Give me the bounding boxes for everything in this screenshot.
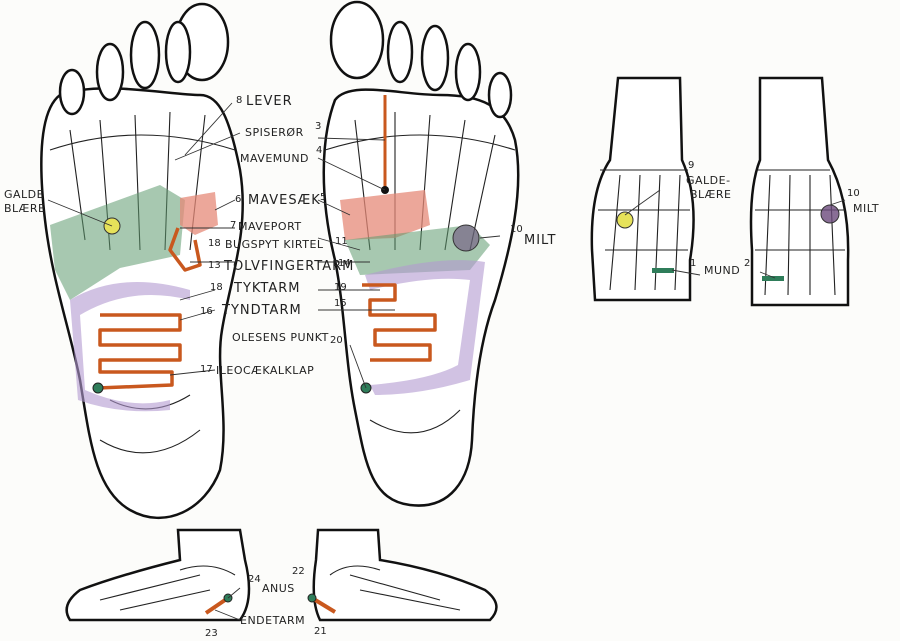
anus-point-right (307, 593, 317, 603)
label-anus: ANUS (262, 582, 295, 595)
label-num-10a: 10 (510, 224, 523, 235)
label-stomach: MAVESÆK (248, 193, 321, 208)
colon-zone-right (365, 260, 485, 395)
label-num-16: 16 (200, 306, 213, 317)
label-spleen-sole: MILT (524, 233, 556, 248)
spleen-dorsal (820, 204, 840, 224)
label-num-3: 3 (315, 121, 321, 132)
left-foot-sole (40, 2, 244, 520)
label-small-intestine: TYNDTARM (221, 303, 302, 318)
label-liver: LEVER (246, 94, 293, 109)
label-spleen-dorsal: MILT (853, 202, 879, 215)
label-num-6: 6 (235, 194, 241, 205)
label-num-4: 4 (316, 145, 322, 156)
label-num-13: 13 (208, 260, 221, 271)
label-colon: TYKTARM (233, 281, 300, 296)
side-foot-left (65, 528, 251, 622)
label-mouth: MUND (704, 264, 740, 277)
liver-zone (50, 185, 185, 300)
label-num-18b: 18 (210, 282, 223, 293)
spleen-right-sole (452, 224, 480, 252)
label-num-9: 9 (688, 160, 694, 171)
small-intestine-left (97, 313, 182, 390)
label-gallbladder-line2: BLÆRE (4, 202, 45, 215)
label-num-5: 5 (320, 192, 326, 203)
dorsal-foot-left (590, 76, 695, 302)
label-num-24: 24 (248, 574, 261, 585)
label-num-7: 7 (230, 220, 236, 231)
duodenum-left (168, 227, 202, 272)
label-num-21: 21 (314, 626, 327, 637)
label-num-23: 23 (205, 628, 218, 639)
label-ileocecal: ILEOCÆKALKLAP (216, 364, 314, 377)
colon-zone-left (70, 282, 190, 412)
dorsal-foot-right (749, 76, 850, 307)
label-num-14: 14 (338, 258, 351, 269)
label-num-1: 1 (690, 258, 696, 269)
right-foot-sole (322, 0, 520, 507)
label-esophagus: SPISERØR (245, 126, 304, 139)
label-gallbladder-dorsal-2: BLÆRE (690, 188, 731, 201)
ileocecal-point (92, 382, 104, 394)
label-num-19: 19 (334, 282, 347, 293)
label-num-20: 20 (330, 335, 343, 346)
leader-lines (47, 102, 846, 621)
stomach-zone-left (180, 192, 218, 235)
label-cardia: MAVEMUND (240, 152, 309, 165)
label-num-2: 2 (744, 258, 750, 269)
label-duodenum: TOLVFINGERTARM (223, 259, 354, 274)
small-intestine-right (362, 283, 437, 362)
label-pancreas: BUGSPYT KIRTEL (225, 238, 324, 251)
label-num-22: 22 (292, 566, 305, 577)
mouth-zone-right (762, 276, 784, 281)
label-num-11: 11 (335, 236, 348, 247)
label-gallbladder-dorsal-1: GALDE- (686, 174, 731, 187)
gallbladder-dorsal (616, 211, 634, 229)
mouth-zone-left (652, 268, 674, 273)
label-num-10b: 10 (847, 188, 860, 199)
label-gallbladder-line1: GALDE (4, 188, 44, 201)
label-num-17: 17 (200, 364, 213, 375)
stomach-zone-right (340, 190, 430, 240)
side-foot-right (312, 528, 498, 622)
label-rectum: ENDETARM (240, 614, 305, 627)
label-num-18a: 18 (208, 238, 221, 249)
label-num-15: 15 (334, 298, 347, 309)
label-num-8: 8 (236, 95, 242, 106)
label-olesens-point: OLESENS PUNKT (232, 331, 329, 344)
label-pylorus: MAVEPORT (238, 220, 302, 233)
